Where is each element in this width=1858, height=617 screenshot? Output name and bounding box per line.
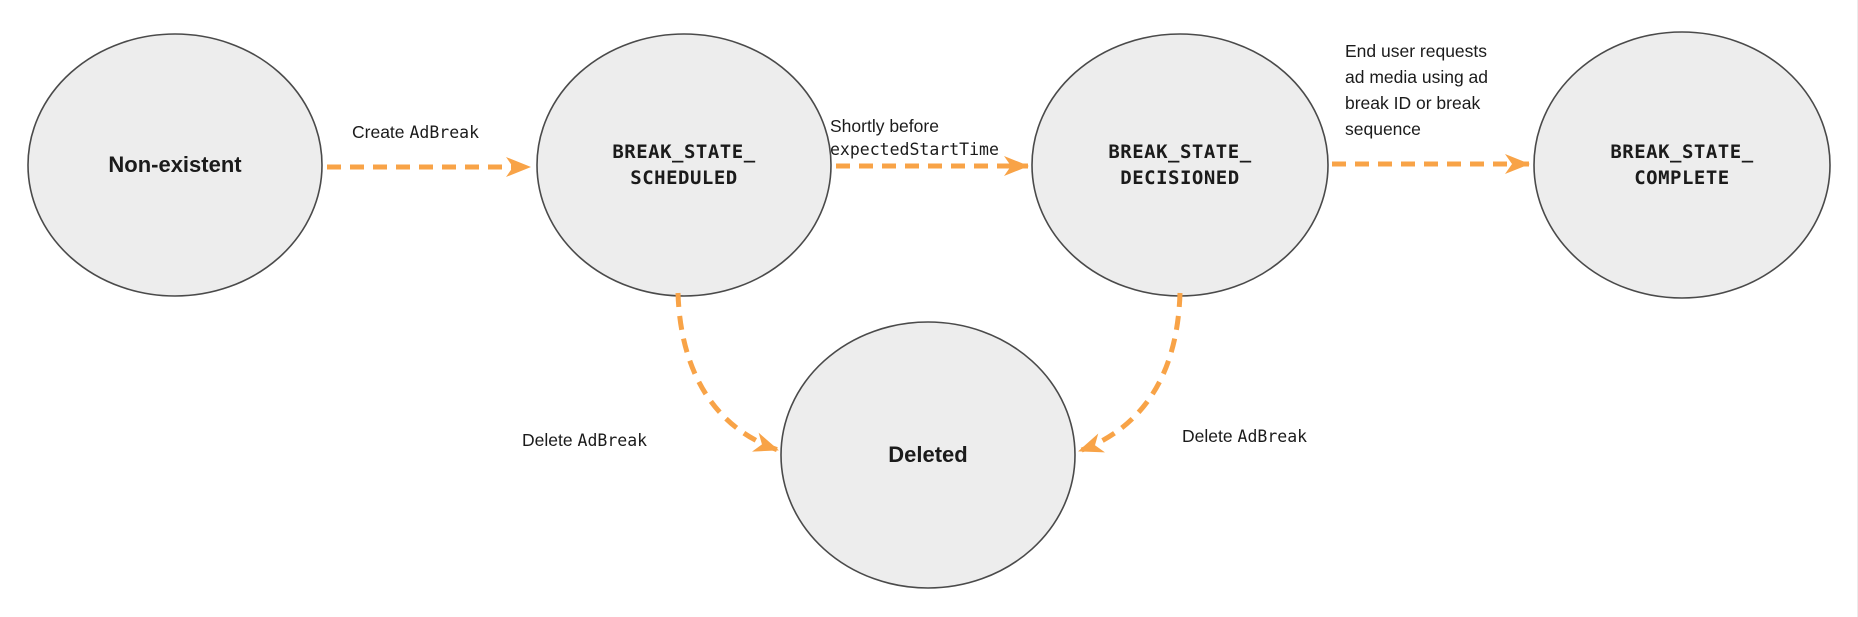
- edge-label-delete-right-code: AdBreak: [1237, 427, 1308, 446]
- edge-label-create-code: AdBreak: [409, 123, 480, 142]
- edge-label-delete-left-code: AdBreak: [577, 431, 648, 450]
- edge-delete-decisioned-to-deleted: [1078, 292, 1183, 454]
- node-label-scheduled: BREAK_STATE_ SCHEDULED: [612, 141, 756, 189]
- edge-delete-scheduled-to-deleted: [675, 292, 779, 453]
- edge-label-delete-left-action: Delete: [522, 430, 573, 450]
- node-circle-non-existent: [27, 33, 323, 297]
- edge-label-delete-right-action: Delete: [1182, 426, 1233, 446]
- node-label-deleted: Deleted: [888, 442, 968, 467]
- node-circle-complete: [1533, 31, 1831, 299]
- node-circle-scheduled: [536, 33, 832, 297]
- node-circle-deleted: [780, 321, 1076, 589]
- node-label-complete: BREAK_STATE_ COMPLETE: [1610, 141, 1754, 189]
- node-label-non-existent: Non-existent: [108, 152, 242, 177]
- edge-label-expected-start-time-code: expectedStartTime: [830, 140, 999, 159]
- edge-label-end-user-requests: End user requests ad media using ad brea…: [1345, 41, 1489, 139]
- edge-label-shortly-before: Shortly before expectedStartTime: [830, 90, 999, 186]
- edge-label-create-action: Create: [352, 122, 405, 142]
- node-label-decisioned: BREAK_STATE_ DECISIONED: [1108, 141, 1252, 189]
- edge-label-shortly-before-text: Shortly before: [830, 116, 939, 136]
